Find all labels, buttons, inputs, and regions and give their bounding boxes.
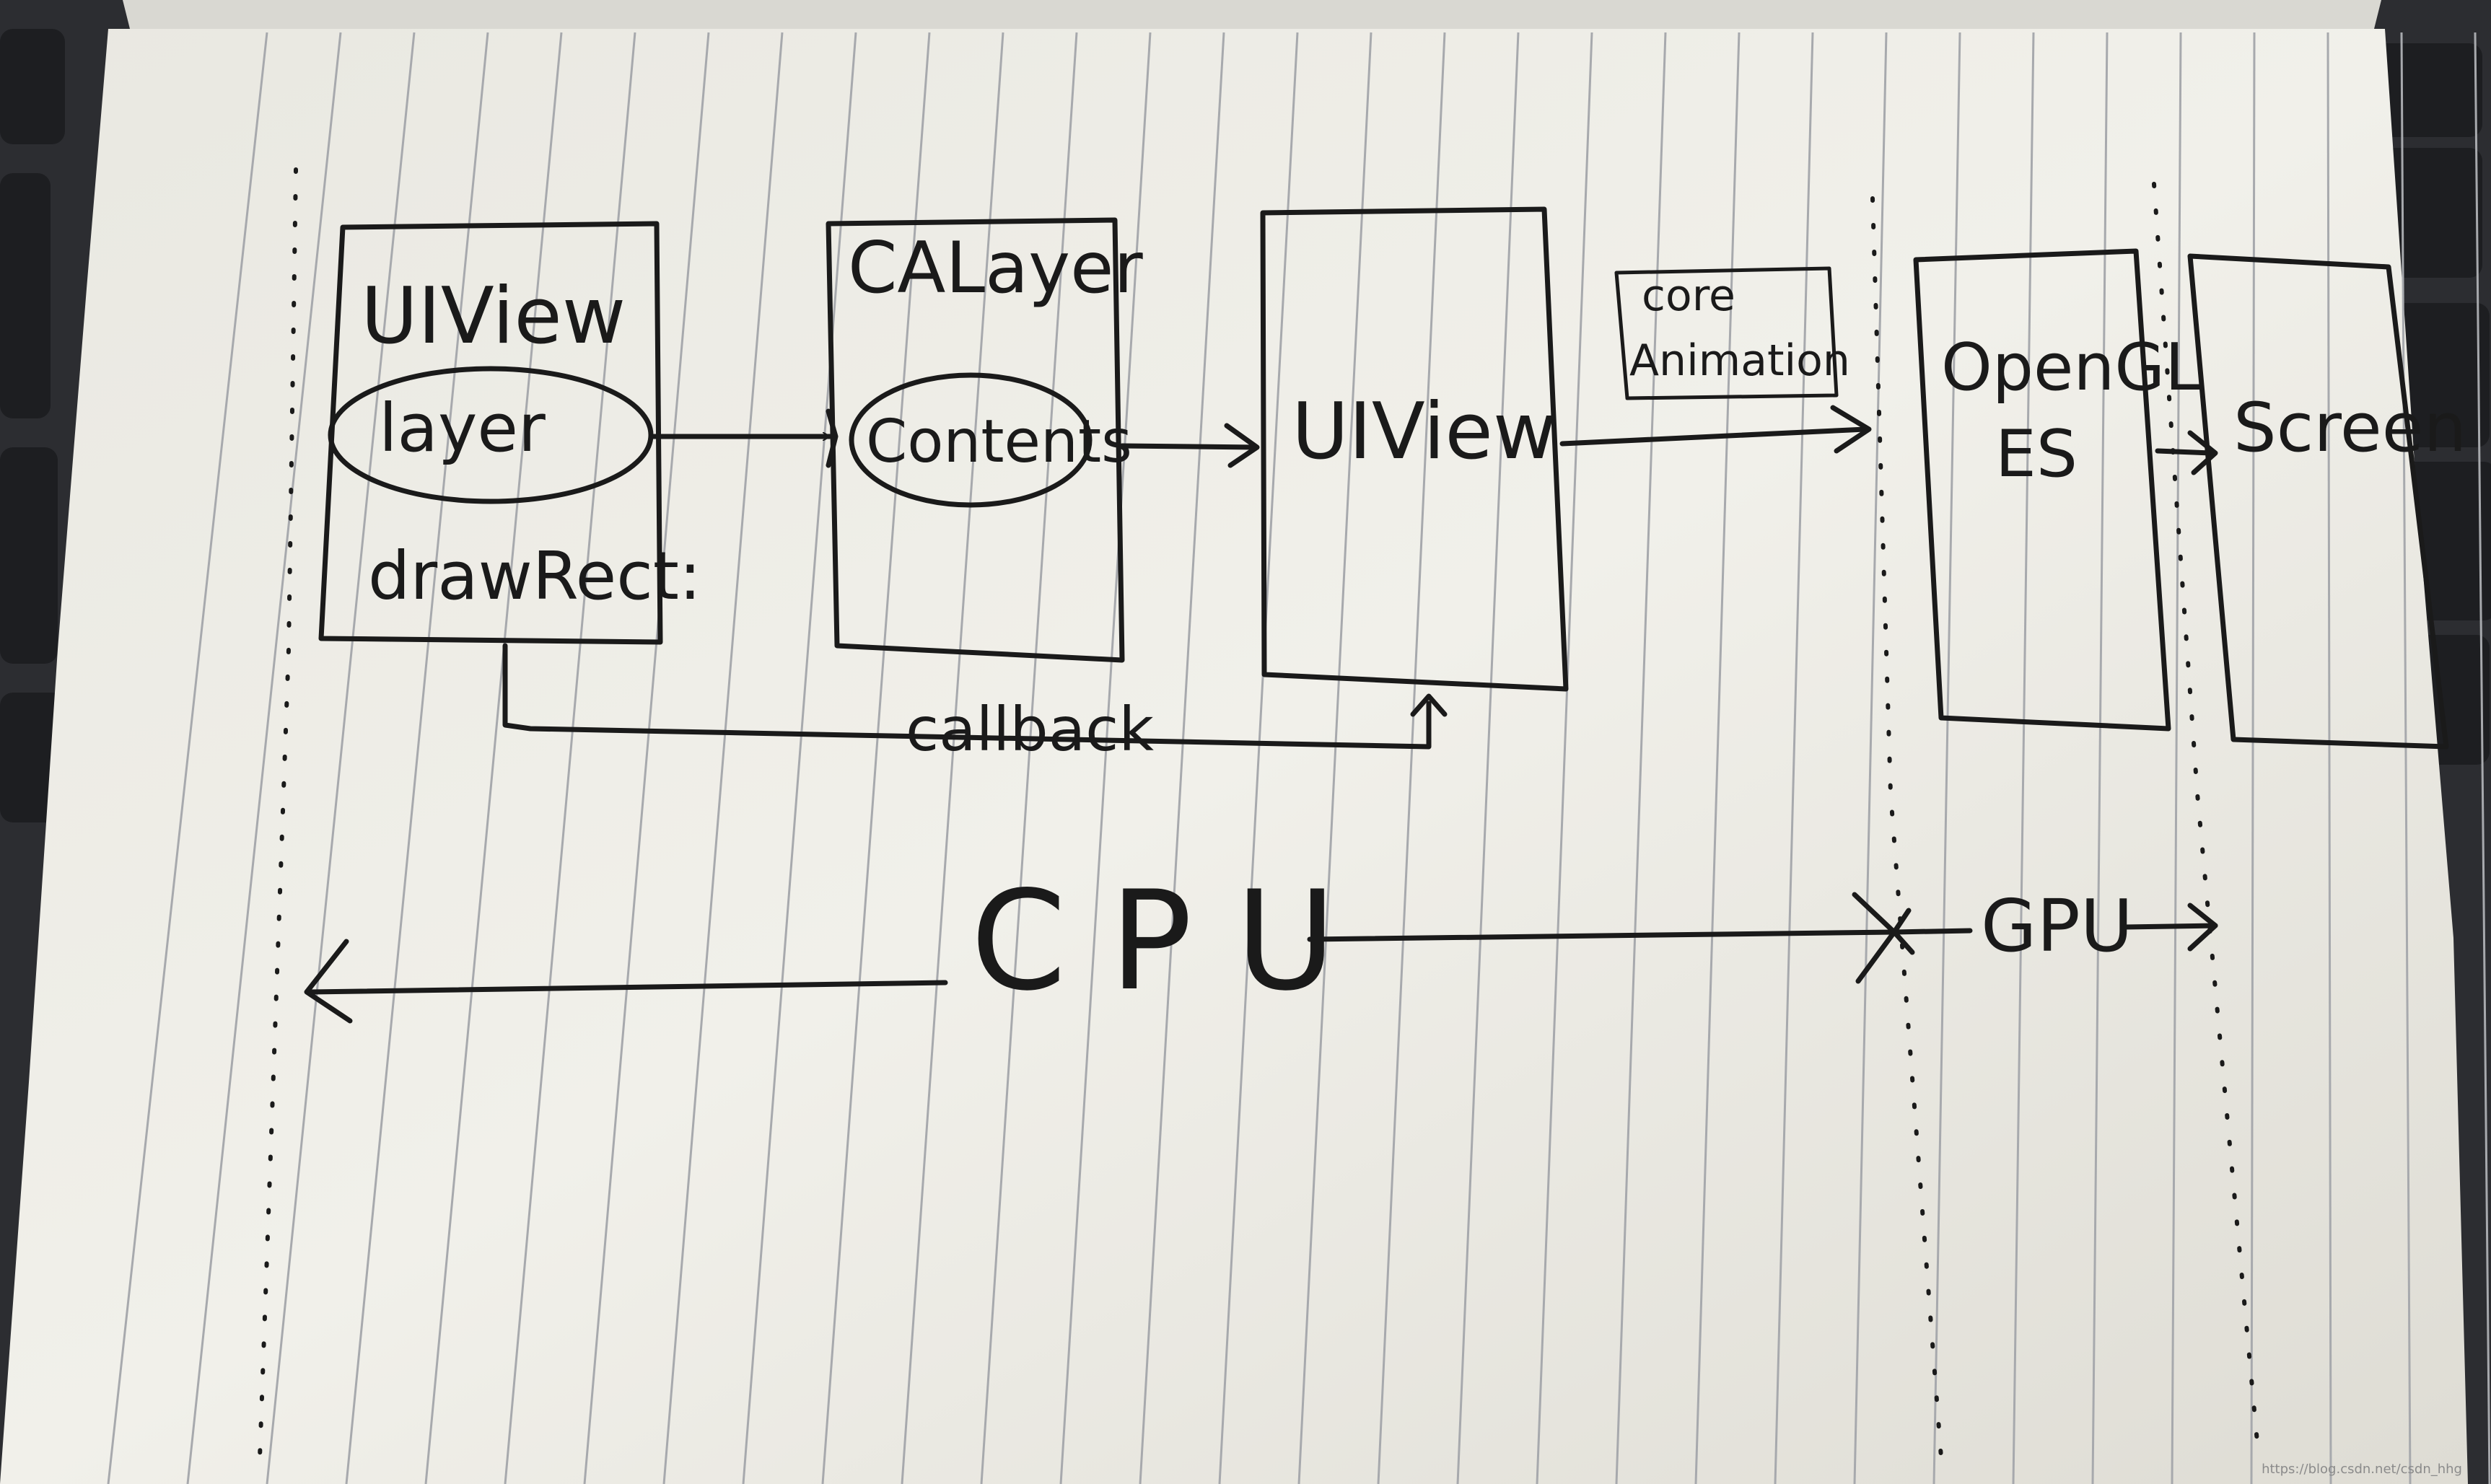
- drawrect-label: drawRect:: [368, 537, 701, 615]
- core-animation-box: core Animation: [1614, 266, 1850, 400]
- ruled-line: [266, 32, 416, 1484]
- ruled-line: [1694, 32, 1741, 1484]
- uiview-title: UIView: [361, 271, 626, 361]
- opengl-line2: ES: [1995, 416, 2078, 492]
- ruled-line: [2250, 32, 2256, 1484]
- arrow-head-2: [1224, 423, 1260, 468]
- cpu-range: CPU: [304, 861, 1897, 1024]
- gpu-range: GPU: [1891, 884, 2218, 968]
- opengl-es-box: OpenGL ES: [1913, 248, 2201, 732]
- layer-ellipse: [328, 366, 654, 504]
- ruled-line: [583, 32, 710, 1484]
- opengl-line1: OpenGL: [1941, 330, 2201, 405]
- ruled-line: [1377, 32, 1446, 1484]
- ruled-line: [1218, 32, 1299, 1484]
- layer-label: layer: [379, 390, 546, 467]
- keyboard-key: [2374, 43, 2482, 137]
- contents-label: Contents: [866, 408, 1132, 476]
- cpu-left-arrow-head: [304, 939, 353, 1024]
- ruled-line: [742, 32, 857, 1484]
- ruled-line: [1139, 32, 1225, 1484]
- ruled-line: [2400, 32, 2412, 1484]
- ruled-line: [504, 32, 636, 1484]
- cpu-label: CPU: [971, 861, 1379, 1021]
- ruled-line: [2091, 32, 2109, 1484]
- ruled-line: [1536, 32, 1593, 1484]
- callback-arrow-head: [1410, 693, 1448, 717]
- cpu-left-line: [307, 980, 948, 995]
- ruled-lines: [107, 32, 2491, 1484]
- paper-sheet: [0, 29, 2468, 1484]
- ruled-line: [2326, 32, 2332, 1484]
- arrow-uiview-to-opengl: [1559, 426, 1868, 447]
- arrow-head-4: [2187, 430, 2218, 475]
- ruled-line: [345, 32, 489, 1484]
- screen-title: Screen: [2233, 389, 2466, 467]
- callback-connector: callback: [502, 643, 1448, 765]
- gpu-left-line: [1891, 928, 1973, 935]
- calayer-box: CALayer Contents: [826, 217, 1143, 663]
- ruled-line: [186, 32, 342, 1484]
- keyboard-key: [0, 29, 65, 144]
- gpu-label: GPU: [1981, 884, 2133, 968]
- watermark: https://blog.csdn.net/csdn_hhg: [2262, 1462, 2462, 1477]
- ruled-line: [107, 32, 268, 1484]
- keyboard-key: [0, 447, 58, 664]
- ruled-line: [1297, 32, 1373, 1484]
- arrow-head-1: [826, 408, 839, 468]
- cpu-right-line: [1307, 929, 1897, 942]
- ruled-line: [1615, 32, 1667, 1484]
- gpu-right-arrow-head: [2187, 903, 2218, 952]
- ruled-line: [2012, 32, 2035, 1484]
- arrow-opengl-to-screen: [2155, 448, 2215, 456]
- keyboard-key: [0, 173, 51, 418]
- ruled-line: [424, 32, 563, 1484]
- arrow-head-3: [1830, 405, 1872, 454]
- uiview-layer-box: UIView layer drawRect:: [318, 221, 701, 645]
- screen-box: Screen: [2187, 253, 2466, 750]
- ruled-line: [1853, 32, 1888, 1484]
- ruled-line: [1932, 32, 1961, 1484]
- page-edge: [123, 0, 2381, 29]
- ruled-line: [2474, 32, 2491, 1484]
- gpu-right-line: [2122, 923, 2218, 930]
- ruled-line: [1059, 32, 1152, 1484]
- core-animation-line1: core: [1642, 271, 1735, 321]
- cpu-gpu-dotted-boundary: [1870, 196, 1943, 1459]
- ruled-line: [901, 32, 1004, 1484]
- arrow-contents-to-uiview: [1119, 443, 1258, 450]
- uiview-center-title: UIView: [1292, 387, 1557, 477]
- core-animation-line2: Animation: [1629, 335, 1850, 386]
- ruled-line: [821, 32, 931, 1484]
- left-dotted-boundary: [258, 167, 298, 1459]
- uiview-box: UIView: [1260, 206, 1569, 692]
- callback-label: callback: [906, 694, 1154, 765]
- ruled-line: [662, 32, 784, 1484]
- contents-ellipse: [849, 372, 1093, 508]
- ruled-line: [2171, 32, 2182, 1484]
- calayer-title: CALayer: [848, 227, 1143, 309]
- ruled-line: [980, 32, 1078, 1484]
- ruled-line: [1774, 32, 1814, 1484]
- ruled-line: [1456, 32, 1520, 1484]
